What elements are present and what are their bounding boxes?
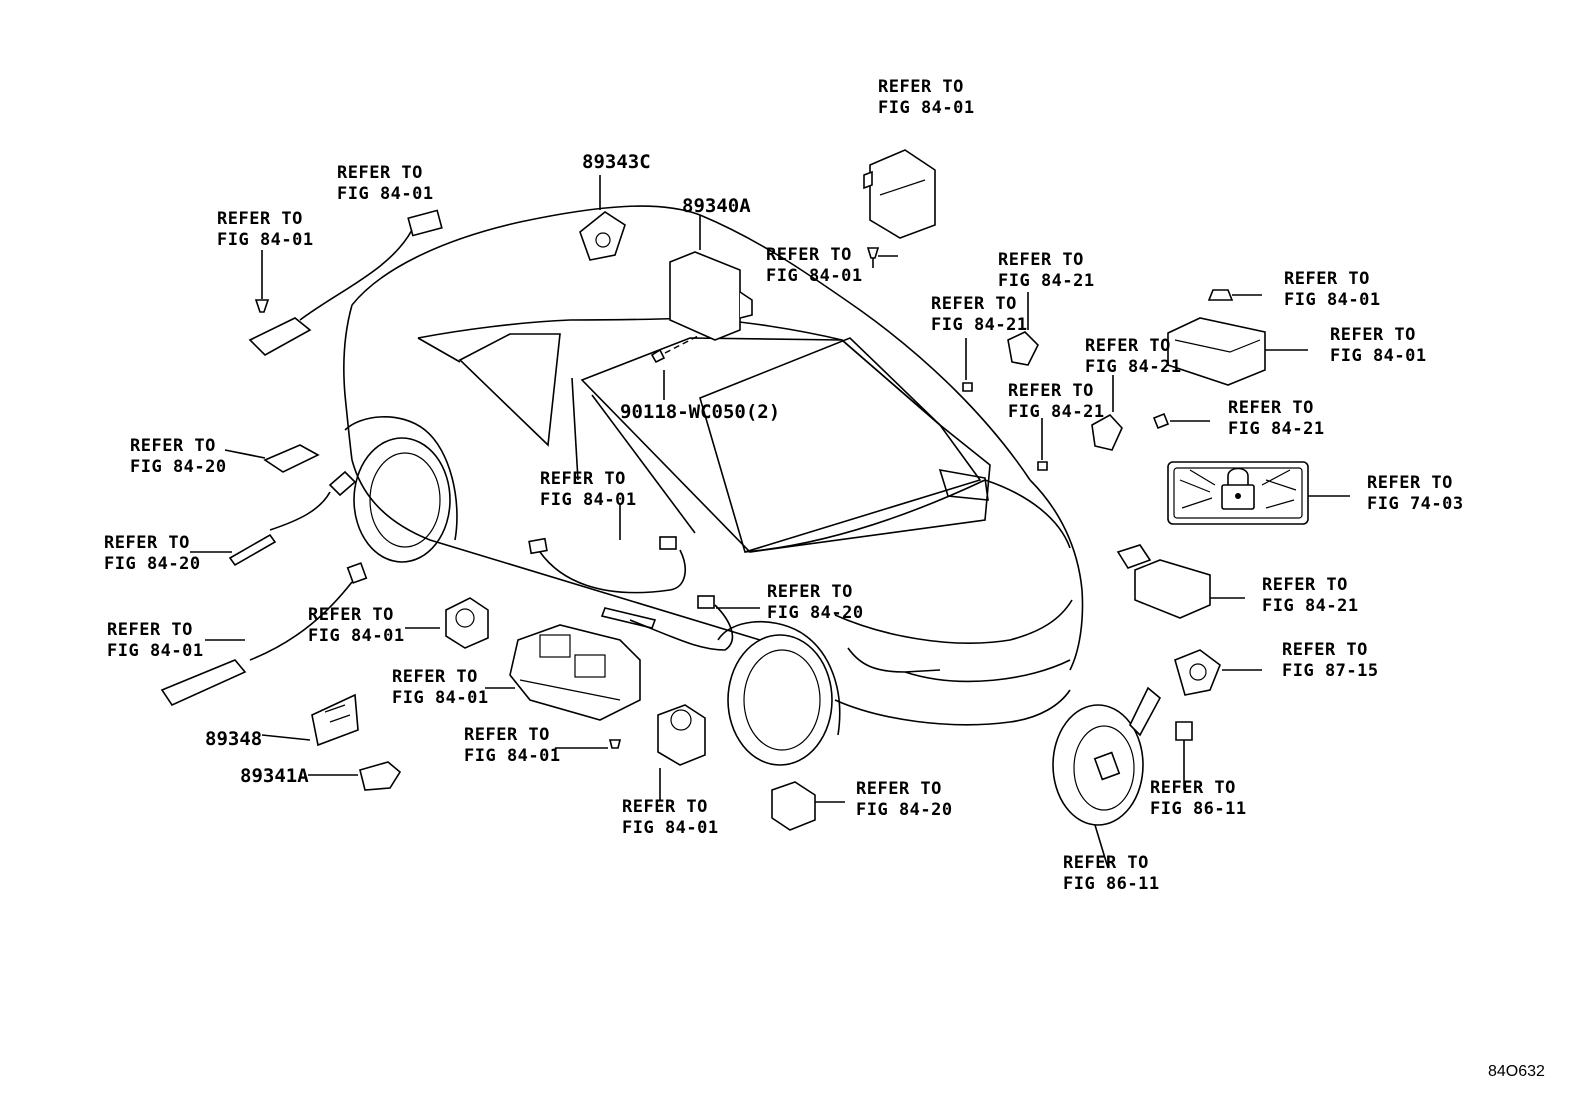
refer-label-r09-line1: REFER TO xyxy=(1085,336,1171,356)
part-number-89340A: 89340A xyxy=(682,195,751,217)
diagram-code: 84O632 xyxy=(1488,1063,1545,1080)
refer-label-r08-line2: FIG 84-01 xyxy=(1330,346,1427,366)
door-switches xyxy=(405,597,641,721)
refer-label-r25-line1: REFER TO xyxy=(856,779,942,799)
refer-label-r12-line2: FIG 84-20 xyxy=(130,457,227,477)
right-sensors xyxy=(962,289,1262,471)
refer-label-r17-line1: REFER TO xyxy=(1262,575,1348,595)
refer-label-r25-line2: FIG 84-20 xyxy=(856,800,953,820)
part-89343C-sketch xyxy=(579,175,626,261)
refer-label-r21-line2: FIG 87-15 xyxy=(1282,661,1379,681)
refer-label-r20-line1: REFER TO xyxy=(392,667,478,687)
refer-label-r26-line1: REFER TO xyxy=(1063,853,1149,873)
refer-label-r16-line2: FIG 84-20 xyxy=(767,603,864,623)
refer-label-r21-line1: REFER TO xyxy=(1282,640,1368,660)
refer-label-r22-line2: FIG 84-01 xyxy=(464,746,561,766)
refer-label-r14-line2: FIG 84-01 xyxy=(540,490,637,510)
sensor-cable-rear-top xyxy=(248,209,443,356)
part-number-90118: 90118-WC050(2) xyxy=(620,401,780,423)
refer-label-r17-line2: FIG 84-21 xyxy=(1262,596,1359,616)
refer-label-r19-line2: FIG 84-01 xyxy=(107,641,204,661)
refer-label-r16-line1: REFER TO xyxy=(767,582,853,602)
refer-label-r26-line2: FIG 86-11 xyxy=(1063,874,1160,894)
refer-label-r12-line1: REFER TO xyxy=(130,436,216,456)
refer-label-r14-line1: REFER TO xyxy=(540,469,626,489)
refer-label-r09-line2: FIG 84-21 xyxy=(1085,357,1182,377)
refer-label-r10-line2: FIG 84-21 xyxy=(1008,402,1105,422)
part-number-89348: 89348 xyxy=(205,728,262,750)
part-number-89341A: 89341A xyxy=(240,765,309,787)
part-89340A-sketch xyxy=(650,215,753,400)
refer-label-r06-line1: REFER TO xyxy=(931,294,1017,314)
refer-label-r15-line1: REFER TO xyxy=(104,533,190,553)
refer-label-r01-line1: REFER TO xyxy=(878,77,964,97)
horn xyxy=(1052,686,1193,869)
refer-label-r06-line2: FIG 84-21 xyxy=(931,315,1028,335)
refer-label-r02-line1: REFER TO xyxy=(337,163,423,183)
part-89348-89341A-sketch xyxy=(261,693,402,791)
refer-label-r19-line1: REFER TO xyxy=(107,620,193,640)
refer-label-r24-line1: REFER TO xyxy=(1150,778,1236,798)
refer-label-r24-line2: FIG 86-11 xyxy=(1150,799,1247,819)
switch-box-right xyxy=(1116,544,1245,619)
refer-label-r04-line1: REFER TO xyxy=(766,245,852,265)
refer-label-r18-line2: FIG 84-01 xyxy=(308,626,405,646)
refer-label-r05-line2: FIG 84-21 xyxy=(998,271,1095,291)
refer-label-r03-line1: REFER TO xyxy=(217,209,303,229)
refer-label-r13-line1: REFER TO xyxy=(1367,473,1453,493)
refer-label-r10-line1: REFER TO xyxy=(1008,381,1094,401)
refer-label-r05-line1: REFER TO xyxy=(998,250,1084,270)
refer-label-r04-line2: FIG 84-01 xyxy=(766,266,863,286)
part-number-89343C: 89343C xyxy=(582,151,651,173)
refer-label-r02-line2: FIG 84-01 xyxy=(337,184,434,204)
refer-label-r03-line2: FIG 84-01 xyxy=(217,230,314,250)
left-sensors xyxy=(160,444,368,707)
refer-label-r22-line1: REFER TO xyxy=(464,725,550,745)
refer-label-r07-line1: REFER TO xyxy=(1284,269,1370,289)
refer-label-r11-line1: REFER TO xyxy=(1228,398,1314,418)
sensor-right-87 xyxy=(1174,649,1262,696)
refer-label-r11-line2: FIG 84-21 xyxy=(1228,419,1325,439)
lower-center-parts xyxy=(555,704,845,831)
relay-unit-top xyxy=(863,149,936,268)
refer-label-r18-line1: REFER TO xyxy=(308,605,394,625)
center-harness xyxy=(528,505,760,651)
refer-label-r07-line2: FIG 84-01 xyxy=(1284,290,1381,310)
refer-label-r13-line2: FIG 74-03 xyxy=(1367,494,1464,514)
refer-label-r15-line2: FIG 84-20 xyxy=(104,554,201,574)
refer-label-r01-line2: FIG 84-01 xyxy=(878,98,975,118)
security-indicator-label xyxy=(1167,461,1350,525)
junction-box-right xyxy=(1167,317,1308,386)
refer-label-r23-line2: FIG 84-01 xyxy=(622,818,719,838)
refer-label-r08-line1: REFER TO xyxy=(1330,325,1416,345)
refer-label-r20-line2: FIG 84-01 xyxy=(392,688,489,708)
refer-label-r23-line1: REFER TO xyxy=(622,797,708,817)
